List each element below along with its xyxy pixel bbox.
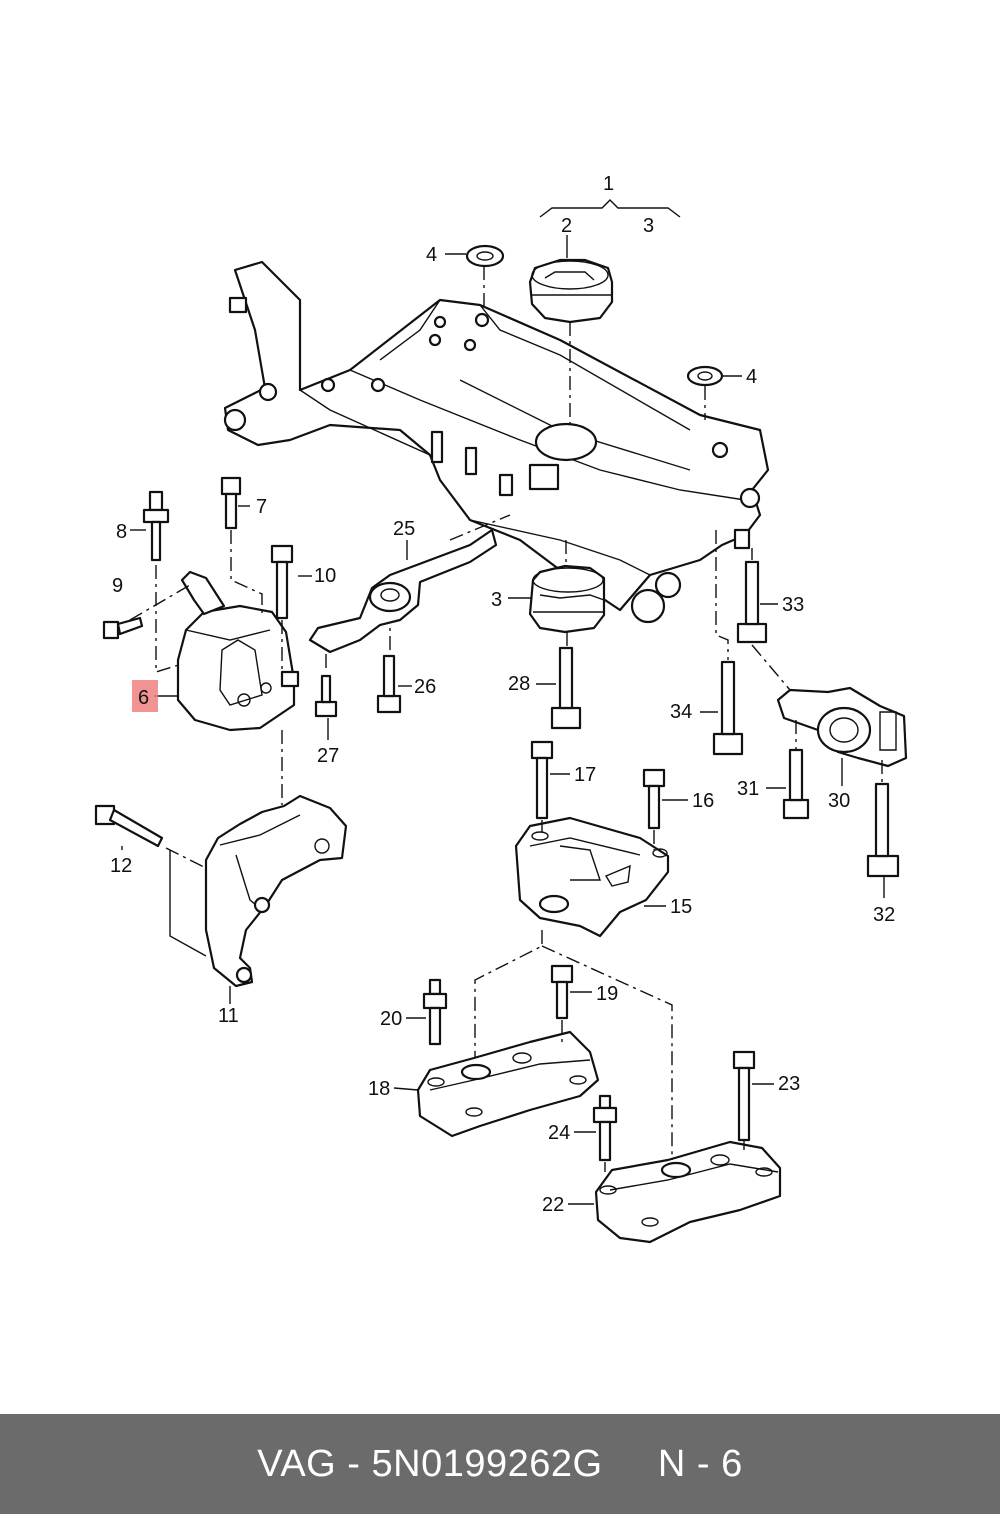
callout-7: 7 — [256, 496, 267, 518]
callout-26: 26 — [414, 676, 436, 698]
bushing-2 — [528, 258, 614, 324]
callout-25: 25 — [393, 518, 415, 540]
pendulum-support-25 — [308, 528, 498, 654]
callouts: 1 2 3 4 4 8 7 25 9 10 3 33 6 26 28 34 27… — [110, 173, 895, 1216]
bolts — [94, 476, 900, 1162]
callout-33: 33 — [782, 594, 804, 616]
bush-30 — [776, 686, 908, 768]
callout-9: 9 — [112, 575, 123, 597]
part-number-text: VAG - 5N0199262G N - 6 — [257, 1442, 743, 1485]
leader-lines — [121, 199, 885, 1205]
gearbox-mount-15 — [514, 816, 670, 938]
callout-15: 15 — [670, 896, 692, 918]
callout-32: 32 — [873, 904, 895, 926]
callout-3-top: 3 — [643, 215, 654, 237]
assembly-lines — [129, 266, 883, 1172]
part-number-footer: VAG - 5N0199262G N - 6 — [0, 1414, 1000, 1514]
callout-34: 34 — [670, 701, 692, 723]
washer-4-left — [465, 244, 505, 268]
callout-20: 20 — [380, 1008, 402, 1030]
callout-11: 11 — [218, 1005, 239, 1027]
callout-4-right: 4 — [746, 366, 757, 388]
callout-8: 8 — [116, 521, 127, 543]
callout-22: 22 — [542, 1194, 564, 1216]
callout-17: 17 — [574, 764, 596, 786]
callout-6: 6 — [138, 687, 149, 709]
callout-24: 24 — [548, 1122, 570, 1144]
callout-2: 2 — [561, 215, 572, 237]
callout-28: 28 — [508, 673, 530, 695]
callout-30: 30 — [828, 790, 850, 812]
bushing-3 — [528, 564, 606, 634]
subframe — [223, 260, 770, 624]
bracket-18 — [416, 1030, 600, 1138]
washer-4-right — [686, 365, 724, 387]
callout-10: 10 — [314, 565, 336, 587]
callout-4-left: 4 — [426, 244, 437, 266]
callout-31: 31 — [737, 778, 759, 800]
callout-18: 18 — [368, 1078, 390, 1100]
callout-3-lower: 3 — [491, 589, 502, 611]
bracket-11 — [204, 794, 348, 988]
callout-23: 23 — [778, 1073, 800, 1095]
highlight-callout-6 — [132, 680, 158, 712]
callout-19: 19 — [596, 983, 618, 1005]
bracket-22 — [594, 1140, 782, 1244]
callout-16: 16 — [692, 790, 714, 812]
callout-1: 1 — [603, 173, 614, 195]
exploded-parts-diagram: 1 2 3 4 4 8 7 25 9 10 3 33 6 26 28 34 27… — [94, 173, 908, 1244]
callout-12: 12 — [110, 855, 132, 877]
callout-27: 27 — [317, 745, 339, 767]
engine-mount-6 — [176, 570, 300, 732]
